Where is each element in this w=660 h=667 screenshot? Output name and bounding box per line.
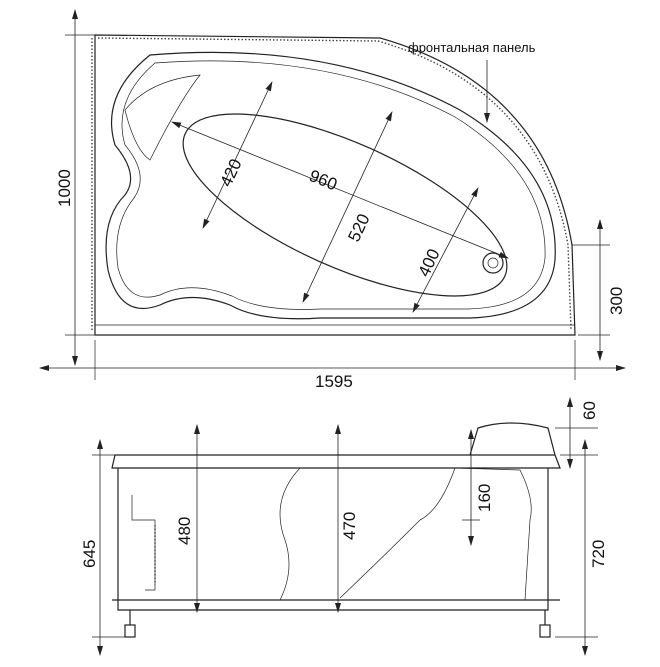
dim-470: 470 (340, 512, 359, 540)
leg-right (539, 624, 551, 638)
tub-outline (94, 34, 576, 336)
top-view: 960 420 520 400 фронтальная панель 1000 … (39, 9, 626, 391)
drain-icon (482, 252, 504, 274)
tub-profile (279, 467, 532, 601)
leg-left (124, 624, 136, 638)
tub-body (117, 468, 549, 611)
dim-1595: 1595 (315, 372, 353, 391)
front-panel-callout: фронтальная панель (408, 40, 536, 55)
dim-960: 960 (307, 166, 340, 194)
tub-rim (111, 454, 561, 469)
bowl-outline (105, 51, 556, 320)
dim-420: 420 (216, 156, 245, 190)
dim-400: 400 (414, 246, 443, 280)
headrest (124, 74, 201, 161)
dim-60: 60 (580, 401, 599, 420)
dim-720: 720 (589, 540, 608, 568)
inner-bowl (182, 113, 508, 297)
overflow-pipe (131, 495, 156, 591)
dim-1000: 1000 (55, 169, 74, 207)
dim-645: 645 (80, 540, 99, 568)
dim-160: 160 (475, 484, 494, 512)
dim-480: 480 (175, 517, 194, 545)
front-panel-line (97, 37, 572, 331)
side-view: 645 480 470 160 60 720 (80, 397, 608, 656)
dim-520: 520 (344, 211, 373, 245)
dim-300: 300 (607, 287, 626, 315)
